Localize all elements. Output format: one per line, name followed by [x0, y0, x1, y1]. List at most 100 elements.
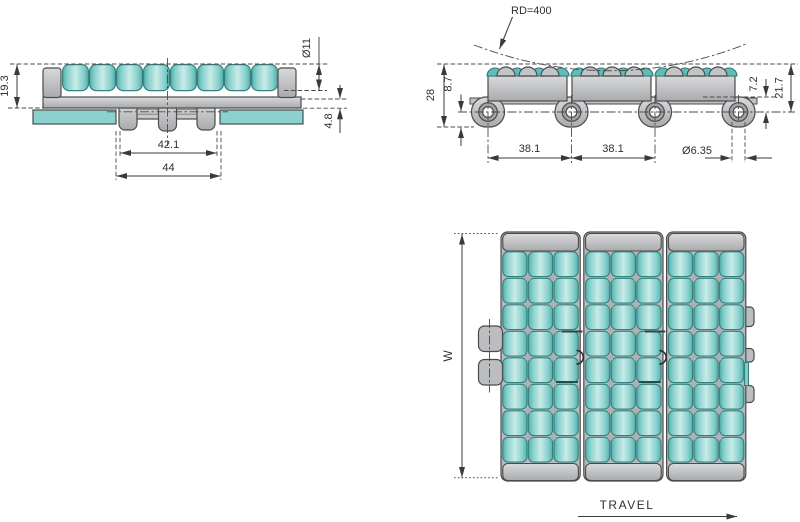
roller [115, 63, 143, 92]
link-scallop [664, 66, 684, 77]
roller [585, 330, 611, 357]
link-scallop [496, 66, 516, 77]
front-rollers-row [61, 63, 279, 92]
axle-dot [607, 380, 614, 388]
roller [719, 357, 745, 384]
dim-pitch-left: 38.1 [488, 143, 572, 161]
axle-dot [524, 380, 531, 388]
roller [502, 410, 528, 437]
roller [667, 436, 694, 463]
dim-label-plate-thickness: 4.8 [323, 113, 335, 128]
dim-label-roller-diameter: Ø11 [301, 38, 313, 58]
axle-dot [607, 274, 614, 282]
axle-dot [524, 407, 531, 414]
axle-dot [715, 407, 723, 414]
frame-wall-left [42, 67, 62, 99]
axle-dot [633, 407, 640, 414]
roller [170, 63, 198, 92]
roller [719, 277, 745, 304]
axle-dot [550, 407, 557, 414]
roller [553, 436, 579, 463]
roller-crests [486, 66, 738, 77]
axle-dot [690, 327, 697, 335]
axle-dot [633, 380, 640, 388]
roller [502, 277, 528, 304]
roller [585, 410, 611, 437]
axle-dot [715, 433, 723, 441]
top-view: W TRAVEL [441, 231, 755, 520]
roller [610, 304, 636, 331]
link-scallop [624, 66, 644, 77]
wear-strip-right [219, 109, 304, 125]
frame-wall-right [277, 67, 297, 99]
roller [553, 277, 579, 304]
roller [88, 63, 116, 92]
roller [693, 410, 719, 437]
roller [553, 304, 579, 331]
axle-dot [607, 327, 614, 335]
roller [502, 383, 528, 410]
roller [502, 436, 528, 463]
axle-dot [633, 301, 640, 308]
roller [553, 330, 579, 357]
axle-dot [524, 301, 531, 308]
roller [636, 357, 662, 384]
link-scallop [580, 66, 600, 77]
roller [224, 63, 252, 92]
roller [636, 330, 662, 357]
axle-dot [607, 354, 614, 361]
roller [502, 330, 528, 357]
chain-plate [42, 96, 302, 109]
axle-dot [690, 274, 697, 282]
axle-dot [607, 301, 614, 308]
dim-plate-to-pin-center: 7.2 [748, 76, 769, 129]
wear-strip-left [32, 109, 117, 125]
axle-dot [715, 274, 723, 282]
roller [610, 410, 636, 437]
dim-label-pitch-right: 38.1 [602, 143, 623, 155]
roller [719, 383, 745, 410]
front-view: 19.3 Ø11 4.8 42.1 44 [0, 37, 347, 180]
axle-dot [607, 407, 614, 414]
roller [527, 357, 554, 384]
dim-label-belt-width: W [441, 350, 455, 362]
dim-roller-diameter: Ø11 [301, 37, 322, 90]
roller [719, 330, 745, 357]
dim-label-pin-center-to-bottom: 8.7 [443, 76, 455, 91]
roller [636, 251, 662, 278]
axle-dot [633, 354, 640, 361]
axle-dot [690, 407, 697, 414]
roller [667, 330, 694, 357]
edge-roller-strip [744, 362, 749, 386]
roller [527, 277, 554, 304]
roller [719, 436, 745, 463]
roller [693, 357, 719, 384]
dim-label-pitch-left: 38.1 [519, 143, 540, 155]
roller [693, 277, 719, 304]
axle-dot [633, 327, 640, 335]
roller [719, 304, 745, 331]
roller [610, 357, 636, 384]
side-view: RD=400 28 8.7 7.2 2 [425, 5, 798, 163]
dim-label-hinge-outer-width: 44 [162, 162, 174, 174]
roller [553, 357, 579, 384]
roller [585, 277, 611, 304]
roller [667, 277, 694, 304]
roller [667, 304, 694, 331]
axle-dot [550, 433, 557, 441]
axle-dot [690, 354, 697, 361]
axle-dot [524, 327, 531, 335]
dim-hinge-outer-width: 44 [116, 162, 221, 179]
roller [251, 63, 279, 92]
axle-dot [715, 301, 723, 308]
axle-dot [715, 354, 723, 361]
roller [610, 383, 636, 410]
axle-dot [607, 433, 614, 441]
roller [636, 436, 662, 463]
axle-dot [524, 433, 531, 441]
travel-label: TRAVEL [600, 498, 655, 512]
roller [527, 383, 554, 410]
dim-label-backflex-radius: RD=400 [511, 5, 552, 17]
